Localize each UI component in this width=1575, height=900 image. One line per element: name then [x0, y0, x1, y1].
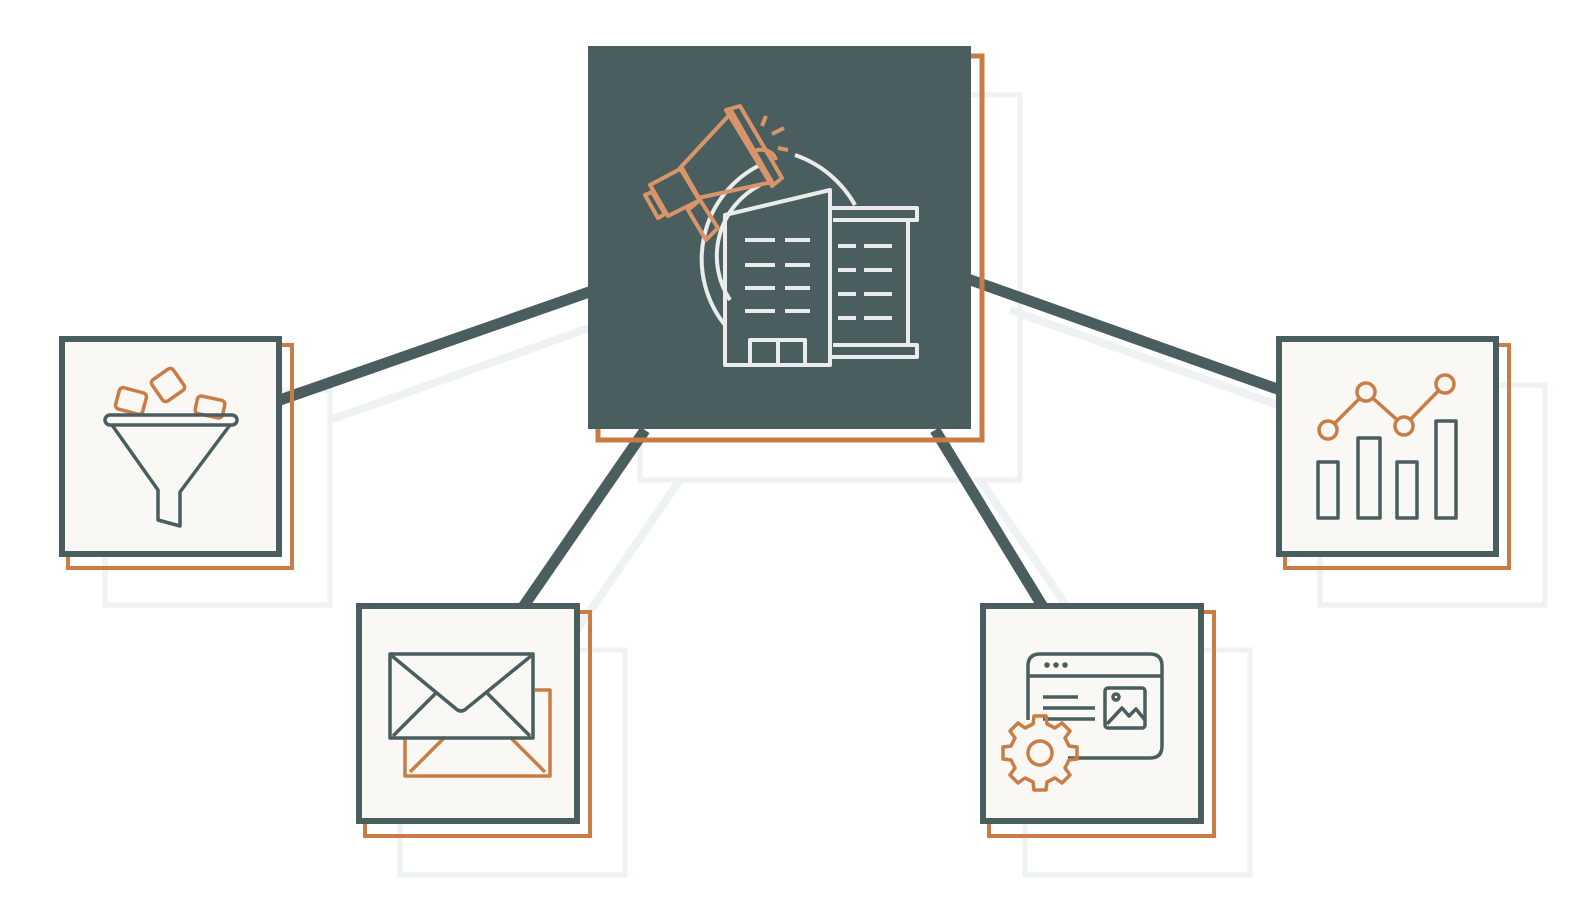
megaphone-building-icon: [643, 104, 919, 367]
hub-card: [588, 46, 971, 429]
web-node[interactable]: [980, 603, 1216, 838]
analytics-card: [1276, 336, 1499, 557]
edge-hub-email: [518, 426, 650, 611]
edge-hub-analytics: [963, 272, 1282, 396]
email-node[interactable]: [356, 603, 592, 838]
bar-line-chart-icon: [1316, 373, 1458, 520]
hub-node[interactable]: [588, 46, 985, 443]
funnel-icon: [103, 366, 239, 528]
edge-hub-funnel: [278, 284, 597, 406]
envelope-icon: [388, 652, 552, 778]
web-card: [980, 603, 1204, 824]
funnel-node[interactable]: [59, 336, 294, 570]
edges: [278, 272, 1282, 611]
edge-hub-web: [930, 427, 1048, 610]
analytics-node[interactable]: [1276, 336, 1511, 570]
funnel-card: [59, 336, 282, 557]
email-card: [356, 603, 580, 824]
browser-gear-icon: [1001, 652, 1164, 792]
